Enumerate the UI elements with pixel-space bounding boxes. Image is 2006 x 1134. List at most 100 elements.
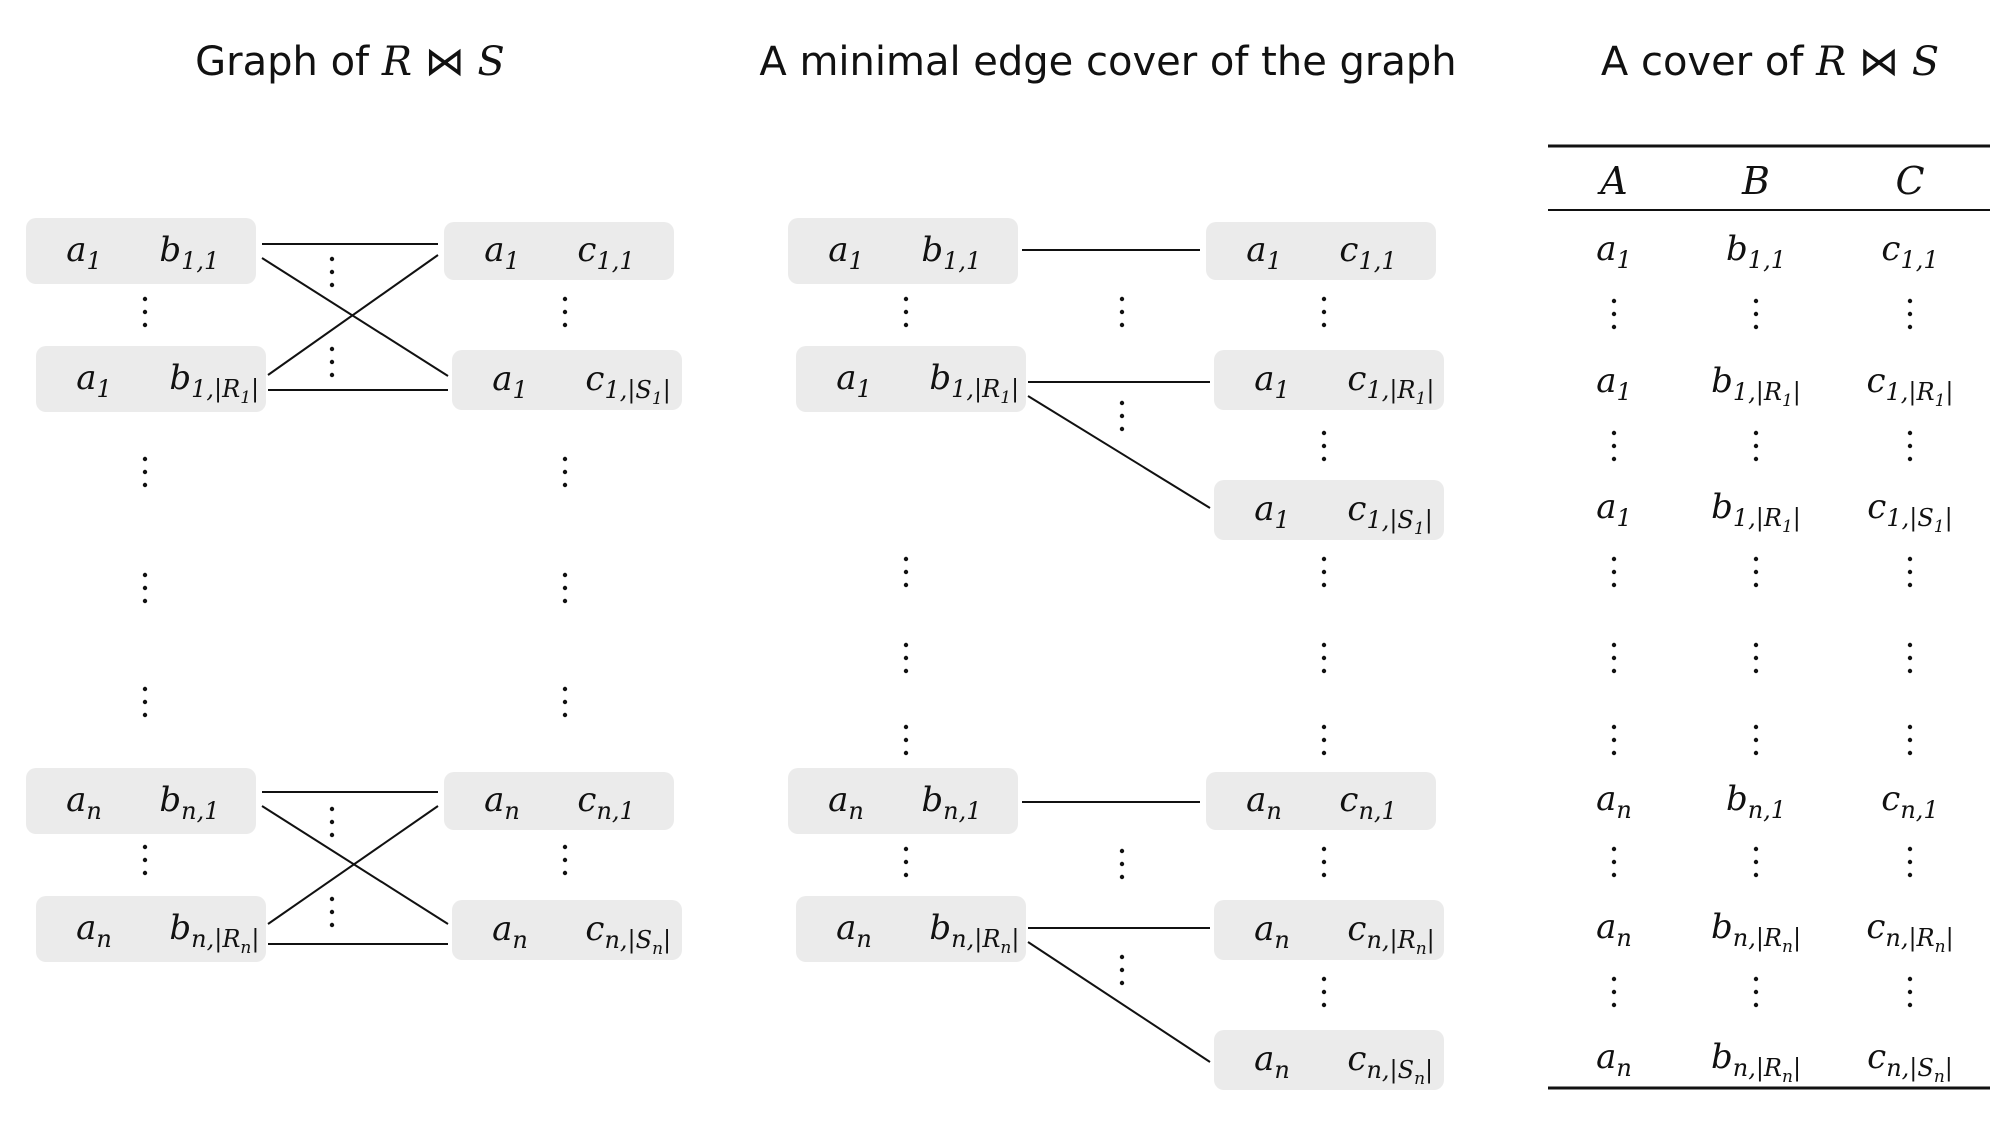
node-label-a: an bbox=[1246, 780, 1282, 825]
vertical-ellipsis bbox=[142, 456, 148, 488]
edge bbox=[261, 805, 449, 925]
table-cell-ellipsis bbox=[1907, 556, 1913, 588]
vertical-ellipsis bbox=[1119, 296, 1125, 328]
ellipsis-dot bbox=[1611, 443, 1617, 449]
node-box bbox=[1214, 480, 1444, 540]
ellipsis-dot bbox=[1321, 655, 1327, 661]
table-cell: c1,1 bbox=[1881, 229, 1938, 274]
ellipsis-dot bbox=[1907, 668, 1913, 674]
ellipsis-dot bbox=[1321, 309, 1327, 315]
vertical-ellipsis bbox=[562, 686, 568, 718]
node-box bbox=[796, 896, 1026, 962]
ellipsis-dot bbox=[1753, 569, 1759, 575]
table-row bbox=[1611, 298, 1913, 330]
ellipsis-dot bbox=[1907, 976, 1913, 982]
node-label-a: a1 bbox=[76, 358, 112, 403]
table-row bbox=[1611, 846, 1913, 878]
table-cell: bn,|Rn| bbox=[1711, 1037, 1801, 1087]
ellipsis-dot bbox=[329, 896, 335, 902]
ellipsis-dot bbox=[1907, 859, 1913, 865]
ellipsis-dot bbox=[903, 569, 909, 575]
ellipsis-dot bbox=[1611, 1002, 1617, 1008]
ellipsis-dot bbox=[562, 870, 568, 876]
ellipsis-dot bbox=[142, 712, 148, 718]
node-label-a: an bbox=[66, 780, 102, 825]
edge bbox=[267, 805, 439, 925]
node-label-a: an bbox=[828, 780, 864, 825]
ellipsis-dot bbox=[142, 857, 148, 863]
ellipsis-dot bbox=[329, 346, 335, 352]
ellipsis-dot bbox=[562, 686, 568, 692]
ellipsis-dot bbox=[142, 456, 148, 462]
ellipsis-dot bbox=[562, 309, 568, 315]
node-label-value: b1,1 bbox=[921, 230, 981, 275]
node-label-value: b1,|R1| bbox=[169, 358, 259, 408]
node-box bbox=[26, 768, 256, 834]
vertical-ellipsis bbox=[562, 572, 568, 604]
table-cell: cn,1 bbox=[1881, 779, 1938, 824]
ellipsis-dot bbox=[1321, 1002, 1327, 1008]
ellipsis-dot bbox=[1753, 324, 1759, 330]
table-cell-ellipsis bbox=[1907, 430, 1913, 462]
ellipsis-dot bbox=[903, 322, 909, 328]
ellipsis-dot bbox=[1321, 989, 1327, 995]
node-label-a: a1 bbox=[1254, 359, 1290, 404]
vertical-ellipsis bbox=[562, 296, 568, 328]
node-box bbox=[1206, 222, 1436, 280]
node-label-a: an bbox=[836, 908, 872, 953]
ellipsis-dot bbox=[1321, 750, 1327, 756]
table-cell-ellipsis bbox=[1611, 642, 1617, 674]
ellipsis-dot bbox=[562, 469, 568, 475]
table-cell: c1,|R1| bbox=[1866, 361, 1953, 411]
ellipsis-dot bbox=[1753, 443, 1759, 449]
ellipsis-dot bbox=[1907, 298, 1913, 304]
ellipsis-dot bbox=[329, 819, 335, 825]
ellipsis-dot bbox=[1119, 296, 1125, 302]
node-label-value: c1,|S1| bbox=[585, 359, 670, 409]
ellipsis-dot bbox=[329, 922, 335, 928]
table-header-b: B bbox=[1741, 159, 1770, 203]
table-cell-ellipsis bbox=[1907, 724, 1913, 756]
ellipsis-dot bbox=[903, 859, 909, 865]
ellipsis-dot bbox=[903, 737, 909, 743]
ellipsis-dot bbox=[1907, 582, 1913, 588]
ellipsis-dot bbox=[1611, 846, 1617, 852]
table-cell: an bbox=[1596, 1037, 1632, 1082]
ellipsis-dot bbox=[142, 686, 148, 692]
ellipsis-dot bbox=[1321, 556, 1327, 562]
table-row bbox=[1611, 724, 1913, 756]
ellipsis-dot bbox=[1321, 668, 1327, 674]
table-cell-ellipsis bbox=[1611, 724, 1617, 756]
table-cell: cn,|Sn| bbox=[1867, 1037, 1953, 1087]
table-cell: b1,1 bbox=[1726, 229, 1786, 274]
vertical-ellipsis bbox=[903, 642, 909, 674]
table-cell-ellipsis bbox=[1753, 430, 1759, 462]
node-box bbox=[1214, 900, 1444, 960]
node-label-a: a1 bbox=[836, 358, 872, 403]
ellipsis-dot bbox=[1611, 569, 1617, 575]
ellipsis-dot bbox=[562, 699, 568, 705]
table-cell: c1,|S1| bbox=[1867, 487, 1952, 537]
vertical-ellipsis bbox=[142, 572, 148, 604]
ellipsis-dot bbox=[1611, 430, 1617, 436]
vertical-ellipsis bbox=[903, 846, 909, 878]
node-box bbox=[36, 896, 266, 962]
node-label-value: b1,1 bbox=[159, 230, 219, 275]
table-cell: b1,|R1| bbox=[1711, 487, 1801, 537]
ellipsis-dot bbox=[142, 309, 148, 315]
ellipsis-dot bbox=[329, 372, 335, 378]
node-label-value: cn,1 bbox=[1339, 780, 1396, 825]
table-cell: an bbox=[1596, 907, 1632, 952]
table-cell-ellipsis bbox=[1753, 298, 1759, 330]
ellipsis-dot bbox=[903, 642, 909, 648]
ellipsis-dot bbox=[562, 585, 568, 591]
